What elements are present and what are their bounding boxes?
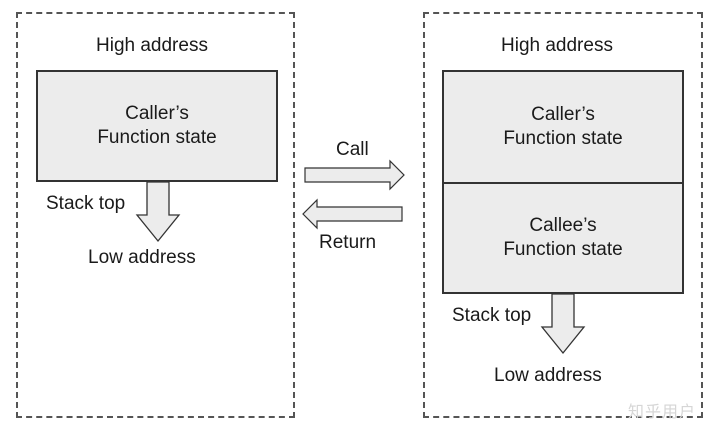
- watermark-text: 知乎用户: [628, 404, 697, 421]
- call-label: Call: [336, 139, 369, 160]
- return-arrow-icon: [302, 198, 403, 230]
- left-stack-growth-arrow-icon: [135, 181, 181, 243]
- call-arrow-icon: [304, 159, 405, 191]
- left-caller-frame-text: Caller’s Function state: [97, 102, 216, 150]
- left-stack-top-label: Stack top: [46, 193, 126, 214]
- left-caller-frame: Caller’s Function state: [36, 70, 278, 182]
- left-low-address-label: Low address: [88, 247, 196, 268]
- right-stack-panel: [423, 12, 703, 418]
- left-caller-frame-line2: Function state: [97, 127, 217, 148]
- right-caller-frame-line1: Caller’s: [531, 104, 595, 125]
- right-callee-frame-line2: Function state: [503, 239, 623, 260]
- right-callee-frame-text: Callee’s Function state: [503, 214, 622, 262]
- right-low-address-label: Low address: [494, 365, 602, 386]
- right-stack-growth-arrow-icon: [540, 293, 586, 355]
- left-stack-panel: [16, 12, 295, 418]
- right-caller-frame-line2: Function state: [503, 128, 623, 149]
- right-stack-top-label: Stack top: [452, 305, 532, 326]
- left-caller-frame-line1: Caller’s: [125, 103, 189, 124]
- left-high-address-label: High address: [96, 35, 208, 56]
- right-callee-frame: Callee’s Function state: [442, 182, 684, 294]
- right-caller-frame-text: Caller’s Function state: [503, 103, 622, 151]
- right-high-address-label: High address: [501, 35, 613, 56]
- return-label: Return: [319, 232, 377, 253]
- right-caller-frame: Caller’s Function state: [442, 70, 684, 184]
- right-callee-frame-line1: Callee’s: [529, 215, 597, 236]
